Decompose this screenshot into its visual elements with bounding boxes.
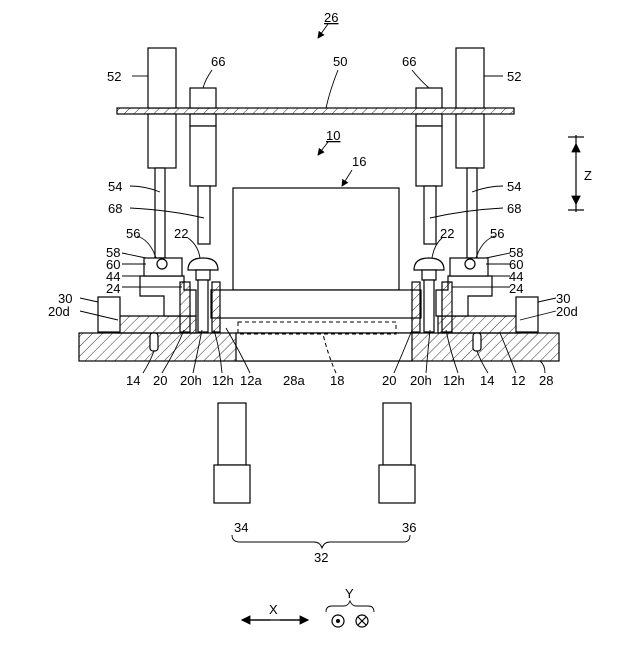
label-12h-right: 12h (443, 373, 465, 388)
label-16: 16 (352, 154, 366, 169)
left-rod (155, 168, 165, 258)
label-12h-left: 12h (212, 373, 234, 388)
label-56-right: 56 (490, 226, 504, 241)
label-68-left: 68 (108, 201, 122, 216)
right-bearing (465, 259, 475, 269)
camera-34 (214, 403, 250, 503)
component-block (233, 188, 399, 290)
label-y: Y (345, 586, 354, 601)
left-probe (198, 186, 210, 244)
window-18 (238, 322, 396, 334)
label-32: 32 (314, 550, 328, 565)
label-34: 34 (234, 520, 248, 535)
right-probe (424, 186, 436, 244)
label-20d-left: 20d (48, 304, 70, 319)
label-54-right: 54 (507, 179, 521, 194)
y-brace (326, 601, 374, 612)
label-52-right: 52 (507, 69, 521, 84)
label-66-left: 66 (211, 54, 225, 69)
label-12a: 12a (240, 373, 262, 388)
right-clamp (516, 297, 538, 332)
left-clamp (98, 297, 120, 332)
camera-36 (379, 403, 415, 503)
label-20-right: 20 (382, 373, 396, 388)
label-36: 36 (402, 520, 416, 535)
label-22-left: 22 (174, 226, 188, 241)
right-pin (473, 333, 481, 351)
label-28a: 28a (283, 373, 305, 388)
label-54-left: 54 (108, 179, 122, 194)
label-20d-right: 20d (556, 304, 578, 319)
label-24-left: 24 (106, 281, 120, 296)
label-10: 10 (326, 128, 340, 143)
left-bearing (157, 259, 167, 269)
label-22-right: 22 (440, 226, 454, 241)
left-cylinder (148, 48, 176, 258)
label-12: 12 (511, 373, 525, 388)
label-24-right: 24 (509, 281, 523, 296)
label-50: 50 (333, 54, 347, 69)
label-18: 18 (330, 373, 344, 388)
label-20h-left: 20h (180, 373, 202, 388)
label-14-right: 14 (480, 373, 494, 388)
label-x: X (269, 602, 278, 617)
left-bolt (180, 258, 220, 332)
right-rod (467, 168, 477, 258)
label-26: 26 (324, 10, 338, 25)
label-68-right: 68 (507, 201, 521, 216)
label-20-left: 20 (153, 373, 167, 388)
top-plate (117, 108, 514, 114)
right-cylinder (456, 48, 484, 258)
right-bolt (412, 258, 452, 332)
label-56-left: 56 (126, 226, 140, 241)
label-20h-right: 20h (410, 373, 432, 388)
label-52-left: 52 (107, 69, 121, 84)
camera-brace (232, 535, 410, 548)
label-14-left: 14 (126, 373, 140, 388)
label-28: 28 (539, 373, 553, 388)
label-66-right: 66 (402, 54, 416, 69)
label-z: Z (584, 168, 592, 183)
left-pin (150, 333, 158, 351)
workpiece (211, 290, 421, 318)
